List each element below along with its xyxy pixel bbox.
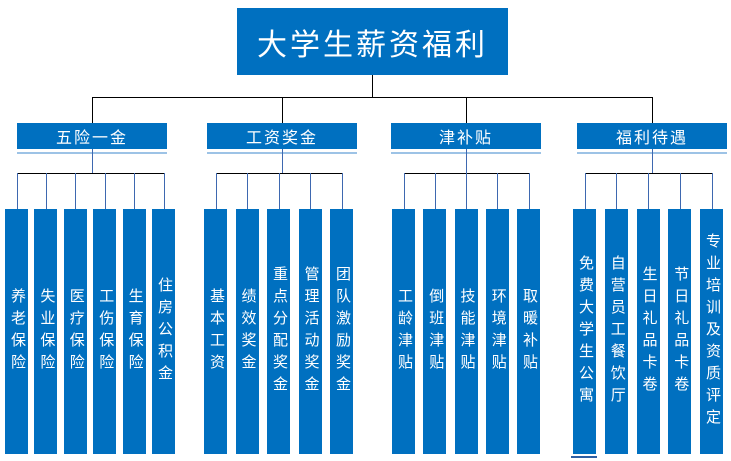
column: 住房公积金 [152, 209, 175, 454]
column-label: 绩效奖金 [239, 287, 256, 376]
connector-column-stub [341, 173, 343, 209]
column: 医疗保险 [63, 209, 87, 454]
connector-column-stub [16, 173, 18, 209]
column-label: 生育保险 [126, 287, 143, 376]
group-box: 福利待遇 [577, 123, 727, 149]
connector-column-stub [648, 173, 649, 209]
column: 自营员工餐饮厅 [604, 209, 628, 454]
column-label: 取暖补贴 [521, 287, 537, 376]
connector-title-drop [372, 75, 373, 97]
connector-column-stub [466, 173, 467, 209]
chart-title: 大学生薪资福利 [257, 28, 488, 62]
connector-group-drop [652, 97, 653, 123]
column-label: 专业培训及资质评定 [704, 232, 720, 431]
column-label: 团队激励奖金 [334, 265, 350, 398]
column: 重点分配奖金 [267, 209, 290, 454]
column: 绩效奖金 [235, 209, 259, 454]
connector-column-stub [278, 173, 280, 209]
column: 技能津贴 [454, 209, 478, 454]
connector-column-stub [711, 173, 713, 209]
column: 专业培训及资质评定 [700, 209, 723, 454]
column: 生育保险 [122, 209, 146, 454]
column: 生日礼品卡卷 [636, 209, 660, 454]
connector-column-stub [104, 173, 106, 209]
group-label: 津补贴 [438, 130, 493, 147]
connector-column-stub [75, 173, 77, 209]
connector-column-stub [584, 173, 586, 209]
column: 管理活动奖金 [298, 209, 322, 454]
connector-column-stub [616, 173, 618, 209]
connector-top-bus [92, 97, 652, 98]
group-label: 工资奖金 [245, 130, 318, 147]
column: 工伤保险 [93, 209, 117, 454]
chart-title-box: 大学生薪资福利 [237, 8, 508, 75]
column: 取暖补贴 [517, 209, 540, 454]
connector-column-stub [45, 173, 47, 209]
column: 基本工资 [204, 209, 227, 454]
column: 团队激励奖金 [330, 209, 353, 454]
connector-group-drop [282, 97, 283, 123]
column-label: 医疗保险 [67, 287, 84, 376]
connector-box-drop [92, 149, 93, 173]
column: 环境津贴 [485, 209, 509, 454]
column-label: 工龄津贴 [396, 287, 412, 376]
connector-group-drop [92, 97, 93, 123]
column-label: 养老保险 [9, 287, 25, 376]
column-label: 工伤保险 [97, 287, 114, 376]
column: 倒班津贴 [423, 209, 447, 454]
column-label: 技能津贴 [458, 287, 475, 376]
column: 免费大学生公寓 [573, 209, 596, 454]
column-label: 生日礼品卡卷 [640, 265, 657, 398]
column-label: 自营员工餐饮厅 [608, 254, 625, 409]
group-label: 五险一金 [55, 130, 128, 147]
stray-underline [571, 456, 597, 458]
column-label: 管理活动奖金 [302, 265, 319, 398]
connector-group-drop [466, 97, 467, 123]
connector-column-stub [310, 173, 311, 209]
connector-column-stub [403, 173, 405, 209]
connector-column-stub [497, 173, 499, 209]
connector-column-stub [434, 173, 436, 209]
connector-column-stub [679, 173, 681, 209]
column-label: 节日礼品卡卷 [672, 265, 689, 398]
connector-column-stub [528, 173, 530, 209]
connector-box-drop [282, 149, 283, 173]
column: 失业保险 [34, 209, 58, 454]
connector-column-stub [163, 173, 165, 209]
connector-box-drop [652, 149, 653, 173]
connector-column-stub [215, 173, 217, 209]
column-label: 基本工资 [208, 287, 224, 376]
group-box: 津补贴 [391, 123, 541, 149]
connector-box-drop [466, 149, 467, 173]
group-label: 福利待遇 [615, 130, 688, 147]
column-label: 环境津贴 [489, 287, 506, 376]
column: 工龄津贴 [392, 209, 415, 454]
column-label: 免费大学生公寓 [577, 254, 593, 409]
column-label: 失业保险 [38, 287, 55, 376]
column-label: 住房公积金 [156, 276, 172, 387]
column: 养老保险 [5, 209, 28, 454]
group-box: 五险一金 [17, 123, 167, 149]
connector-column-stub [247, 173, 248, 209]
column: 节日礼品卡卷 [668, 209, 692, 454]
column-label: 倒班津贴 [427, 287, 444, 376]
connector-group-bus [16, 173, 164, 174]
column-label: 重点分配奖金 [271, 265, 287, 398]
connector-column-stub [134, 173, 136, 209]
group-box: 工资奖金 [207, 123, 357, 149]
